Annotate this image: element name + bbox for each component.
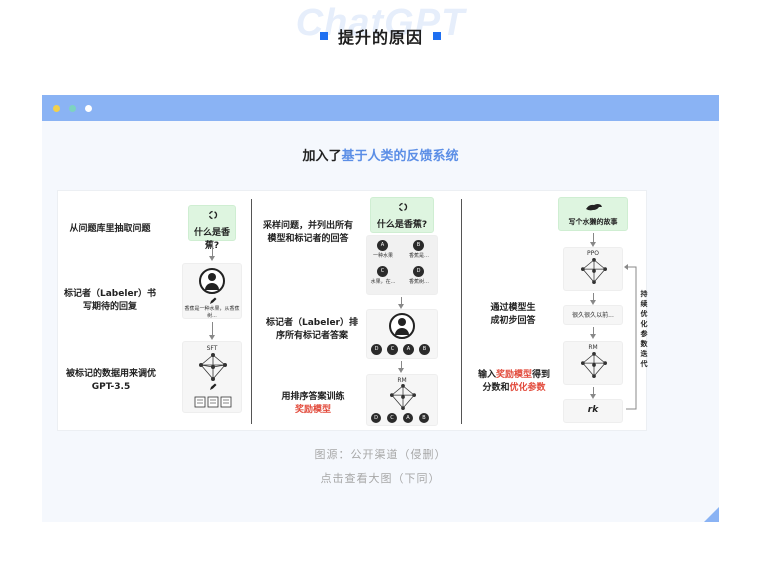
option-b: B <box>413 240 424 251</box>
step3-arrow-3 <box>590 327 596 339</box>
step1-label-write: 标记者（Labeler）书写期待的回复 <box>64 289 156 312</box>
step3-output-box: 很久很久以前... <box>563 305 623 325</box>
step1-sft-box: SFT <box>182 341 242 413</box>
step1-arrow-2 <box>209 322 215 340</box>
step1-arrow-1 <box>209 243 215 261</box>
step2-label-rank: 标记者（Labeler）排序所有标记者答案 <box>266 318 358 341</box>
heading-prefix: 加入了 <box>302 149 342 164</box>
title-row: 提升的原因 <box>0 24 761 48</box>
window-dot-white <box>85 105 92 112</box>
step2-rm-box: RM D C A B <box>366 374 438 426</box>
step2-arrow-2 <box>398 361 404 373</box>
option-a: A <box>377 240 388 251</box>
refresh-icon <box>208 210 218 220</box>
step3-reward-text: rk <box>587 405 599 415</box>
step3-model1-label: PPO <box>587 250 599 257</box>
option-d: D <box>413 266 424 277</box>
step3-reward-box: rk <box>563 399 623 423</box>
otter-icon <box>586 204 602 211</box>
image-hint-caption: 点击查看大图（下同） <box>320 472 441 485</box>
step1-prompt-text: 什么是香蕉? <box>193 228 230 251</box>
window-dot-green <box>69 105 76 112</box>
step1-labeler-box: 香蕉是一种水果，从香蕉树... <box>182 263 242 319</box>
card-heading: 加入了基于人类的反馈系统 <box>42 145 719 164</box>
rank-b: B <box>419 344 430 355</box>
step3-prompt-box: 写个水獭的故事 <box>558 197 628 231</box>
pencil-icon <box>210 297 217 304</box>
step2-arrow-1 <box>398 297 404 309</box>
pencil-icon <box>210 383 217 390</box>
rank-d: D <box>371 413 381 423</box>
step2-model-label: RM <box>397 377 407 384</box>
step3-output-text: 很久很久以前... <box>572 312 614 319</box>
rlhf-diagram-image[interactable]: 从问题库里抽取问题 什么是香蕉? 标记者（Labeler）书写期待的回复 香蕉是… <box>57 190 648 431</box>
step2-label-sample: 采样问题，并列出所有模型和标记者的回答 <box>262 221 353 244</box>
step3-prompt-text: 写个水獭的故事 <box>568 218 618 226</box>
documents-icon <box>194 396 232 408</box>
title-marker-right <box>433 32 441 40</box>
step3-arrow-4 <box>590 387 596 399</box>
neural-network-icon <box>199 353 227 381</box>
rank-a: A <box>403 413 413 423</box>
labeler-avatar-icon <box>199 268 225 294</box>
step3-label-generate: 通过模型生成初步回答 <box>490 303 536 326</box>
section-header: ChatGPT 提升的原因 <box>0 0 761 70</box>
rank-d: D <box>371 344 382 355</box>
diagram-divider-1 <box>251 199 252 424</box>
step2-prompt-box: 什么是香蕉? <box>370 197 434 233</box>
rank-a: A <box>403 344 414 355</box>
step3-rm-box: RM <box>563 341 623 385</box>
window-bar <box>42 95 719 121</box>
option-c: C <box>377 266 388 277</box>
step1-label-sample: 从问题库里抽取问题 <box>69 224 151 234</box>
step2-options-box: A 一种水果 B 香蕉是… C 水果，在... D 香蕉树… <box>366 235 438 295</box>
heading-highlight: 基于人类的反馈系统 <box>341 149 459 164</box>
rank-c: C <box>387 413 397 423</box>
step2-label-train: 用排序答案训练奖励模型 <box>281 392 345 415</box>
rank-b: B <box>419 413 429 423</box>
neural-network-icon <box>390 384 416 410</box>
labeler-avatar-icon <box>389 313 415 339</box>
section-title: 提升的原因 <box>337 28 423 47</box>
step1-answer-text: 香蕉是一种水果，从香蕉树... <box>184 306 240 319</box>
title-marker-left <box>319 32 328 40</box>
step2-labeler-box: D C A B <box>366 309 438 359</box>
rank-c: C <box>387 344 398 355</box>
window-dot-yellow <box>53 105 60 112</box>
step3-label-reward: 输入奖励模型得到分数和优化参数 <box>477 370 551 393</box>
feedback-loop-arrow <box>624 264 637 410</box>
image-source-caption: 图源：公开渠道（侵删） <box>314 448 447 461</box>
neural-network-icon <box>581 352 607 378</box>
diagram-divider-2 <box>461 199 462 424</box>
step1-prompt-box: 什么是香蕉? <box>188 205 236 251</box>
step1-model-label: SFT <box>206 345 218 352</box>
step3-ppo-box: PPO <box>563 247 623 291</box>
step3-model2-label: RM <box>588 344 598 351</box>
card-corner-fold <box>704 507 719 522</box>
neural-network-icon <box>581 258 607 284</box>
step3-arrow-2 <box>590 293 596 305</box>
step2-prompt-text: 什么是香蕉? <box>376 220 428 230</box>
refresh-icon <box>398 202 408 212</box>
step3-arrow-1 <box>590 233 596 247</box>
image-card: 加入了基于人类的反馈系统 从问题库里抽取问题 什么是香蕉? 标记者（Labele… <box>42 95 719 522</box>
step3-side-label: 持续优化参数迭代 <box>640 290 648 368</box>
